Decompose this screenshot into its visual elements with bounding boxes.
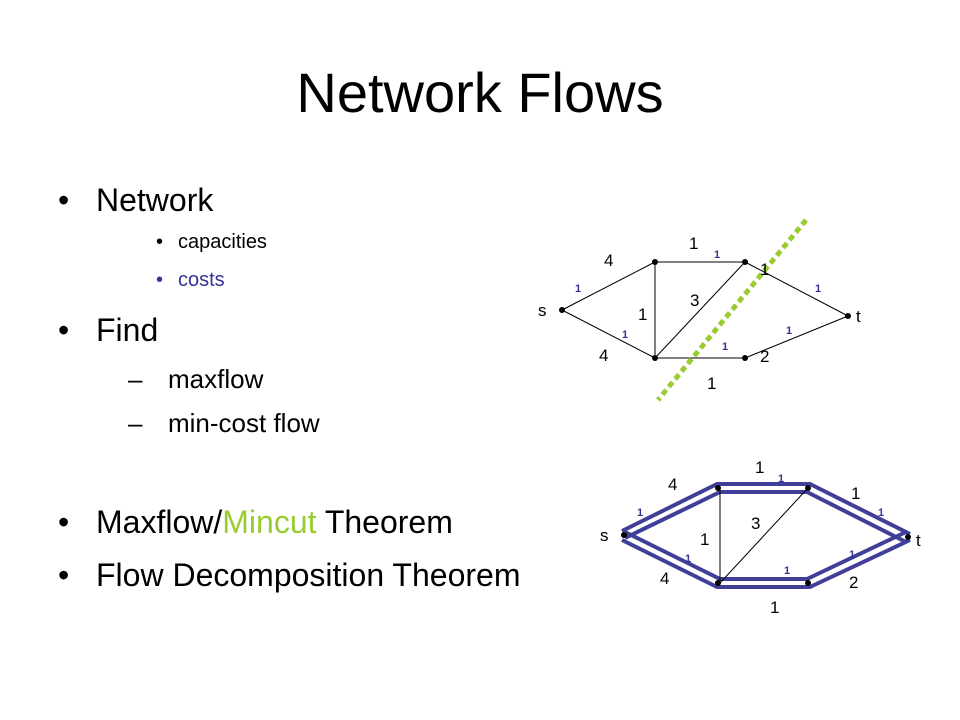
capacity-label-s-c: 4 (599, 346, 608, 365)
min-cut-line (656, 218, 808, 402)
capacity-label-bottom-s-c: 4 (660, 569, 669, 588)
capacity-label-d-t: 2 (760, 347, 769, 366)
flow-path-upper-inner (624, 490, 907, 544)
cost-label-bottom-s-c: 1 (685, 553, 691, 565)
node-bottom-d (805, 580, 811, 586)
cost-label-bottom-a-b: 1 (778, 473, 784, 485)
node-b (742, 259, 748, 265)
cost-label-s-c: 1 (622, 329, 628, 341)
theorem-highlight: Mincut (222, 504, 317, 540)
network-graph-bottom: s t 4 4 1 1 3 1 1 2 1 1 1 1 1 1 (600, 458, 921, 617)
cost-label-s-a: 1 (575, 283, 581, 295)
edge-c-b (654, 261, 746, 359)
bullet-dot: • (58, 504, 70, 540)
cost-label-d-t: 1 (786, 325, 792, 337)
bullet-dash: – (128, 408, 143, 438)
bullet-dot: • (58, 182, 70, 218)
capacity-label-s-a: 4 (604, 251, 613, 270)
capacity-label-bottom-a-c: 1 (700, 530, 709, 549)
bullet-theorem-text: Maxflow/Mincut Theorem (96, 502, 453, 542)
edge-bottom-c-b (719, 487, 809, 584)
bullet-costs-text: costs (178, 269, 225, 291)
bullet-dot: • (58, 557, 70, 593)
capacity-label-c-b: 3 (690, 291, 699, 310)
bullet-dash: – (128, 364, 143, 394)
network-graph-top: s t 4 4 1 1 3 1 1 2 1 1 1 1 1 1 (538, 218, 861, 402)
capacity-label-bottom-c-d: 1 (770, 598, 779, 617)
bullet-list: • Network • capacities • costs • Find – … (58, 182, 521, 593)
flow-path-lower-inner (624, 530, 907, 581)
capacity-label-bottom-c-b: 3 (751, 514, 760, 533)
bullet-dot: • (156, 269, 164, 291)
node-d (742, 355, 748, 361)
capacity-label-bottom-b-t: 1 (851, 484, 860, 503)
bullet-decomposition-text: Flow Decomposition Theorem (96, 557, 521, 593)
bullet-network-text: Network (96, 182, 214, 218)
bullet-dot: • (58, 312, 70, 348)
cost-label-a-b: 1 (714, 249, 720, 261)
bullet-capacities-text: capacities (178, 231, 267, 253)
bullet-find-text: Find (96, 312, 159, 348)
cost-label-bottom-d-t: 1 (849, 549, 855, 561)
edge-b-t (744, 261, 849, 317)
cost-label-c-d: 1 (722, 341, 728, 353)
cost-label-b-t: 1 (815, 283, 821, 295)
capacity-label-bottom-d-t: 2 (849, 573, 858, 592)
node-label-t: t (856, 307, 861, 326)
flow-paths (621, 482, 911, 589)
capacity-label-b-t: 1 (760, 260, 769, 279)
node-t (845, 313, 851, 319)
capacity-label-bottom-a-b: 1 (755, 458, 764, 477)
flow-path-upper-outer (621, 482, 911, 536)
edge-s-c (561, 309, 656, 359)
node-label-bottom-t: t (916, 531, 921, 550)
theorem-suffix: Theorem (316, 504, 453, 540)
cost-label-bottom-s-a: 1 (637, 507, 643, 519)
capacity-label-c-d: 1 (707, 374, 716, 393)
capacity-label-a-c: 1 (638, 305, 647, 324)
edge-d-t (744, 315, 849, 359)
page-title: Network Flows (296, 61, 664, 124)
node-bottom-c (715, 580, 721, 586)
node-label-bottom-s: s (600, 526, 609, 545)
flow-path-lower-outer (621, 538, 911, 589)
node-c (652, 355, 658, 361)
capacity-label-bottom-s-a: 4 (668, 475, 677, 494)
cost-label-bottom-c-d: 1 (784, 565, 790, 577)
node-bottom-t (905, 534, 911, 540)
node-bottom-s (621, 532, 627, 538)
bullet-mincost-text: min-cost flow (168, 408, 320, 438)
bullet-maxflow-text: maxflow (168, 364, 264, 394)
capacity-label-a-b: 1 (689, 234, 698, 253)
node-label-s: s (538, 301, 547, 320)
edge-s-a (561, 261, 656, 311)
node-bottom-a (715, 485, 721, 491)
theorem-prefix: Maxflow/ (96, 504, 223, 540)
bullet-dot: • (156, 231, 164, 253)
node-bottom-b (805, 485, 811, 491)
node-a (652, 259, 658, 265)
cost-label-bottom-b-t: 1 (878, 507, 884, 519)
node-s (559, 307, 565, 313)
